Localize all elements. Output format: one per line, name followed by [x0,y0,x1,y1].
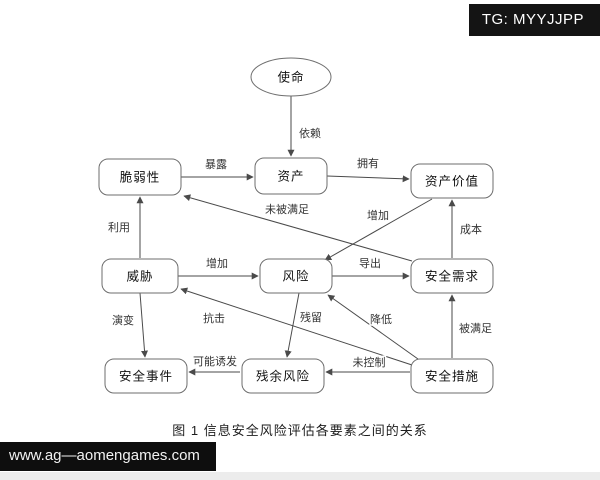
edge-label-security-measure-threat: 抗击 [203,311,225,325]
node-security-incident [104,358,188,394]
edge-label-mission-asset: 依赖 [299,127,321,140]
edge-label-risk-security-requirement: 导出 [359,256,381,270]
node-label-asset-value: 资产价值 [425,174,479,189]
edge-label-security-measure-security-requirement: 被满足 [459,322,492,335]
edge-label-security-measure-risk: 降低 [370,312,392,326]
edge-label-threat-risk: 增加 [206,256,228,270]
node-label-residual-risk: 残余风险 [256,369,310,384]
node-mission [250,57,332,97]
bottom-strip [0,472,600,480]
edge-security-measure-threat [180,287,413,366]
node-label-asset: 资产 [277,170,304,184]
node-risk [259,258,333,294]
edge-label-security-requirement-vulnerability: 未被满足 [265,203,309,216]
edge-risk-residual-risk [284,292,300,358]
relationship-diagram: 依赖暴露拥有利用增加增加未被满足导出成本被满足抗击降低残留未控制可能诱发演变使命… [98,57,494,394]
node-security-measure [410,358,494,394]
edge-asset-asset-value [326,175,410,183]
edge-threat-security-incident [139,292,148,358]
telegram-watermark: TG: MYYJJPP [468,4,600,36]
edge-asset-value-risk [324,198,433,261]
edge-label-security-requirement-asset-value: 成本 [460,222,482,236]
edge-label-residual-risk-security-incident: 可能诱发 [193,354,237,368]
node-vulnerability [98,158,182,196]
edge-label-risk-residual-risk: 残留 [300,310,322,324]
edge-label-threat-vulnerability: 利用 [108,221,130,234]
edge-label-asset-value-risk: 增加 [367,208,389,222]
node-label-security-requirement: 安全需求 [425,269,479,284]
node-label-threat: 威胁 [126,269,153,284]
node-asset-value [410,163,494,199]
edge-security-requirement-vulnerability [183,194,413,262]
website-watermark: www.ag—aomengames.com [0,442,216,471]
node-label-mission: 使命 [277,70,304,85]
edge-security-measure-risk [327,294,419,360]
node-label-security-measure: 安全措施 [425,369,479,384]
node-security-requirement [410,258,494,294]
figure-caption: 图 1 信息安全风险评估各要素之间的关系 [172,423,428,438]
node-threat [101,258,179,294]
edge-label-threat-security-incident: 演变 [112,313,134,327]
node-label-vulnerability: 脆弱性 [120,170,161,185]
node-label-security-incident: 安全事件 [119,369,173,384]
node-label-risk: 风险 [282,269,309,284]
edge-label-vulnerability-asset: 暴露 [205,158,227,171]
node-asset [254,157,328,195]
edge-label-security-measure-residual-risk: 未控制 [353,355,386,369]
edge-label-asset-asset-value: 拥有 [357,156,379,170]
node-residual-risk [241,358,325,394]
